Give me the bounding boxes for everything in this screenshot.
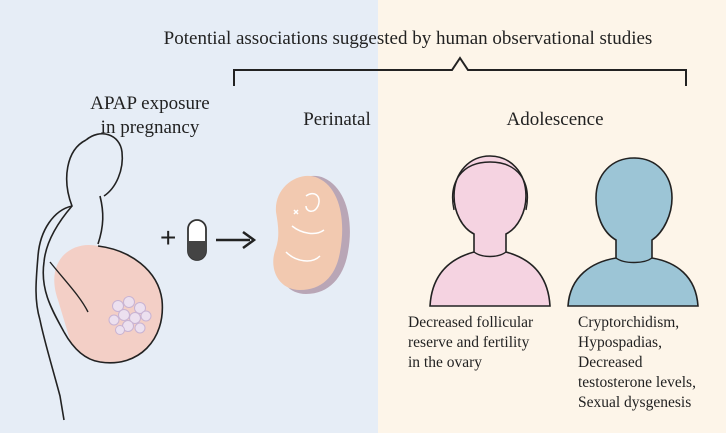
female-outcome-text: Decreased follicular reserve and fertili… — [408, 313, 558, 373]
exposure-label-line2: in pregnancy — [100, 117, 200, 138]
male-outcome-line: testosterone levels, — [578, 374, 696, 391]
grouping-bracket — [233, 56, 687, 86]
female-outcome-line: Decreased follicular — [408, 314, 534, 331]
male-outcome-line: Decreased — [578, 354, 643, 371]
exposure-label: APAP exposure in pregnancy — [50, 92, 250, 140]
pill-capsule-icon — [187, 219, 207, 261]
male-outcome-text: Cryptorchidism, Hypospadias, Decreased t… — [578, 313, 723, 413]
female-outcome-line: reserve and fertility — [408, 334, 530, 351]
male-outcome-line: Hypospadias, — [578, 334, 662, 351]
male-outcome-line: Cryptorchidism, — [578, 314, 680, 331]
plus-symbol: + — [160, 222, 176, 253]
female-figure-icon — [429, 155, 551, 307]
page-title: Potential associations suggested by huma… — [163, 28, 653, 49]
pregnant-woman-icon — [35, 132, 164, 421]
male-outcome-line: Sexual dysgenesis — [578, 394, 692, 411]
fetus-icon — [273, 175, 350, 294]
female-outcome-line: in the ovary — [408, 354, 483, 371]
stage-label-perinatal: Perinatal — [303, 109, 371, 130]
male-figure-icon — [567, 157, 699, 307]
exposure-label-line1: APAP exposure — [90, 93, 210, 114]
right-arrow-icon — [216, 230, 257, 250]
stage-label-adolescence: Adolescence — [506, 109, 604, 130]
